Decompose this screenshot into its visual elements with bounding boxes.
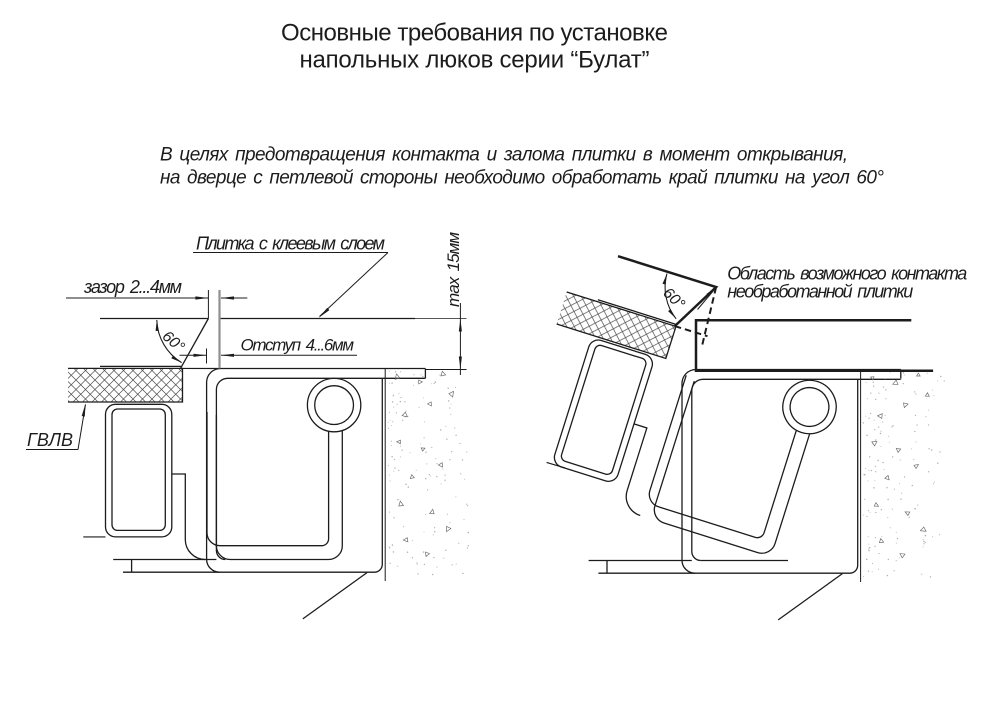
svg-text:зазор 2...4мм: зазор 2...4мм — [83, 277, 182, 297]
svg-text:необработанной плитки: необработанной плитки — [727, 282, 913, 302]
svg-text:В целях предотвращения контакт: В целях предотвращения контакта и залома… — [160, 145, 848, 166]
svg-text:Отступ 4...6мм: Отступ 4...6мм — [241, 336, 355, 355]
svg-text:напольных люков серии “Булат”: напольных люков серии “Булат” — [300, 47, 650, 74]
svg-text:Область возможного контакта: Область возможного контакта — [727, 264, 967, 284]
svg-text:Плитка с клеевым слоем: Плитка с клеевым слоем — [196, 234, 385, 254]
svg-text:max 15мм: max 15мм — [444, 232, 463, 307]
svg-text:на дверце с петлевой стороны н: на дверце с петлевой стороны необходимо … — [160, 168, 884, 189]
svg-text:ГВЛВ: ГВЛВ — [27, 430, 73, 450]
svg-text:Основные требования по установ: Основные требования по установке — [281, 20, 668, 47]
